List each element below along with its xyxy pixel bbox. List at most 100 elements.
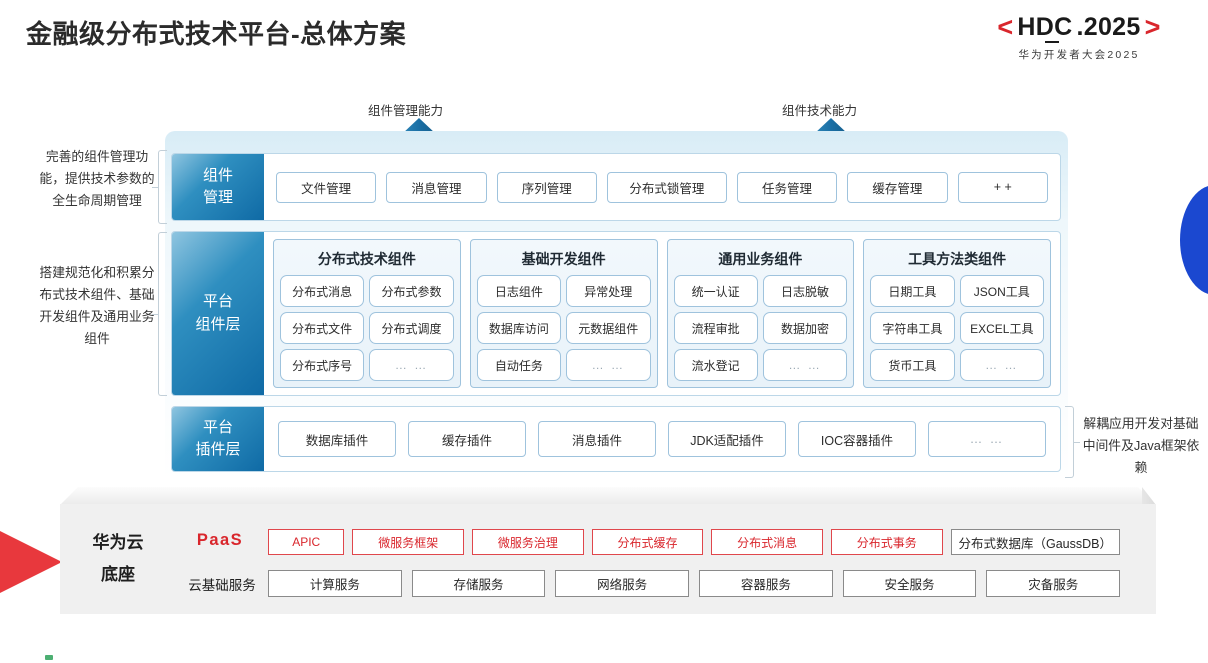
base-panel-top-bevel [60, 487, 1156, 505]
base-title: 华为云 底座 [70, 527, 166, 592]
layer-tab-line1: 平台 [202, 418, 233, 436]
cloud-base-chip[interactable]: 网络服务 [555, 570, 690, 597]
component-cell[interactable]: … … [566, 349, 651, 381]
component-group-title: 工具方法类组件 [908, 251, 1007, 267]
component-management-chip[interactable]: 序列管理 [496, 171, 597, 203]
layer-platform-components: 平台 组件层 分布式技术组件分布式消息分布式参数分布式文件分布式调度分布式序号…… [171, 231, 1061, 396]
component-cell[interactable]: EXCEL工具 [959, 312, 1044, 344]
layer-tab-line1: 平台 [202, 293, 233, 310]
paas-label: PaaS [196, 531, 244, 549]
layer-tab-line2: 管理 [202, 189, 233, 206]
component-management-chip[interactable]: 分布式锁管理 [606, 171, 727, 203]
layer-tab-line2: 插件层 [195, 441, 241, 458]
green-tick-decoration [45, 655, 53, 660]
logo-text-year: .2025 [1076, 13, 1141, 41]
component-group: 分布式技术组件分布式消息分布式参数分布式文件分布式调度分布式序号… … [273, 239, 461, 388]
component-cell[interactable]: 异常处理 [566, 275, 651, 307]
paas-service-row: APIC 微服务框架微服务治理分布式缓存分布式消息分布式事务分布式数据库（Gaus… [268, 529, 1121, 555]
component-cell[interactable]: 数据加密 [762, 312, 848, 344]
component-group-title: 基础开发组件 [521, 251, 606, 267]
layer-platform-plugin: 平台 插件层 数据库插件缓存插件消息插件 JDK适配插件 IOC容器插件 … … [171, 406, 1061, 472]
blue-circle-decoration [1180, 185, 1208, 295]
paas-chip[interactable]: 微服务治理 [472, 529, 584, 555]
base-panel [60, 504, 1156, 614]
cloud-base-chip[interactable]: 容器服务 [699, 570, 833, 597]
component-cell[interactable]: 分布式参数 [369, 275, 454, 307]
plugin-chip[interactable]: 缓存插件 [408, 421, 526, 457]
component-cell[interactable]: 流程审批 [673, 312, 758, 344]
plugin-chip[interactable]: JDK适配插件 [668, 421, 786, 457]
component-group-title: 通用业务组件 [718, 251, 803, 267]
component-management-chip[interactable]: 缓存管理 [847, 171, 948, 203]
component-cell[interactable]: … … [959, 349, 1044, 381]
layer-tab-line1: 组件 [202, 166, 233, 184]
base-title-line1: 华为云 [92, 533, 144, 552]
side-note-management: 完善的组件管理功能，提供技术参数的全生命周期管理 [39, 149, 155, 208]
paas-chip[interactable]: APIC [268, 529, 345, 555]
paas-chip[interactable]: 分布式消息 [711, 529, 823, 555]
cloud-base-service-label: 云基础服务 [188, 578, 256, 593]
component-management-chip[interactable]: 消息管理 [386, 171, 487, 203]
paas-chip[interactable]: 分布式缓存 [591, 529, 704, 555]
component-group-grid: 日志组件异常处理数据库访问元数据组件自动任务… … [476, 275, 651, 381]
bracket-management [152, 150, 167, 224]
logo-text-hdc: HDC [1017, 13, 1073, 43]
component-group-grid: 统一认证日志脱敏流程审批数据加密流水登记… … [673, 275, 848, 381]
component-management-chip[interactable]: + + [957, 171, 1049, 203]
side-note-plugin-right: 解耦应用开发对基础中间件及Java框架依赖 [1082, 416, 1200, 475]
component-cell[interactable]: 流水登记 [673, 349, 758, 381]
cloud-base-chip[interactable]: 计算服务 [268, 570, 402, 597]
bracket-plugin-right [1065, 406, 1080, 478]
component-cell[interactable]: 日志脱敏 [762, 275, 848, 307]
page-title: 金融级分布式技术平台-总体方案 [26, 19, 407, 49]
component-cell[interactable]: 自动任务 [476, 349, 562, 381]
logo-left-bracket-icon: < [997, 12, 1014, 42]
arrow-label-technical: 组件技术能力 [782, 104, 858, 118]
logo-subtitle: 华为开发者大会2025 [1018, 49, 1140, 61]
component-cell[interactable]: 分布式消息 [280, 275, 365, 307]
side-note-components: 搭建规范化和积累分布式技术组件、基础开发组件及通用业务组件 [39, 265, 155, 346]
component-cell[interactable]: 分布式序号 [280, 349, 365, 381]
layer-body-component-management: 文件管理消息管理序列管理分布式锁管理任务管理缓存管理 + + [264, 154, 1060, 220]
component-cell[interactable]: 分布式文件 [280, 312, 365, 344]
component-group-title: 分布式技术组件 [317, 251, 416, 267]
plugin-chip[interactable]: 数据库插件 [278, 421, 396, 457]
base-title-line2: 底座 [101, 565, 135, 585]
component-cell[interactable]: … … [369, 349, 454, 381]
component-cell[interactable]: 分布式调度 [369, 312, 454, 344]
plugin-chip[interactable]: IOC容器插件 [798, 421, 916, 457]
component-group: 基础开发组件日志组件异常处理数据库访问元数据组件自动任务… … [469, 239, 658, 388]
paas-chip[interactable]: 微服务框架 [352, 529, 465, 555]
layer-tab-platform-components: 平台 组件层 [172, 232, 264, 395]
component-cell[interactable]: 数据库访问 [476, 312, 562, 344]
bracket-components [152, 232, 167, 396]
cloud-base-chip[interactable]: 存储服务 [411, 570, 546, 597]
component-cell[interactable]: 货币工具 [870, 349, 955, 381]
layer-tab-component-management: 组件 管理 [172, 154, 264, 220]
component-cell[interactable]: 日期工具 [870, 275, 955, 307]
component-cell[interactable]: 元数据组件 [566, 312, 651, 344]
layer-body-platform-components: 分布式技术组件分布式消息分布式参数分布式文件分布式调度分布式序号… …基础开发组… [264, 232, 1060, 395]
component-cell[interactable]: 统一认证 [673, 275, 758, 307]
red-pie-decoration [0, 500, 62, 624]
layer-body-platform-plugin: 数据库插件缓存插件消息插件 JDK适配插件 IOC容器插件 … … [264, 407, 1060, 471]
hdc-logo: < HDC .2025 > 华为开发者大会2025 [964, 14, 1194, 62]
plugin-chip[interactable]: 消息插件 [538, 421, 656, 457]
layer-tab-platform-plugin: 平台 插件层 [172, 407, 264, 471]
component-management-chip[interactable]: 任务管理 [736, 171, 838, 203]
component-cell[interactable]: … … [762, 349, 848, 381]
plugin-chip[interactable]: … … [928, 421, 1046, 457]
arrow-label-management: 组件管理能力 [368, 104, 444, 118]
component-cell[interactable]: 日志组件 [476, 275, 562, 307]
layer-component-management: 组件 管理 文件管理消息管理序列管理分布式锁管理任务管理缓存管理 + + [171, 153, 1061, 221]
component-management-chip[interactable]: 文件管理 [276, 171, 377, 203]
paas-chip[interactable]: 分布式数据库（GaussDB） [950, 529, 1121, 555]
component-cell[interactable]: JSON工具 [959, 275, 1044, 307]
component-group: 通用业务组件统一认证日志脱敏流程审批数据加密流水登记… … [666, 239, 855, 388]
cloud-base-chip[interactable]: 安全服务 [842, 570, 977, 597]
component-cell[interactable]: 字符串工具 [870, 312, 955, 344]
cloud-base-chip[interactable]: 灾备服务 [986, 570, 1121, 597]
paas-chip[interactable]: 分布式事务 [830, 529, 943, 555]
